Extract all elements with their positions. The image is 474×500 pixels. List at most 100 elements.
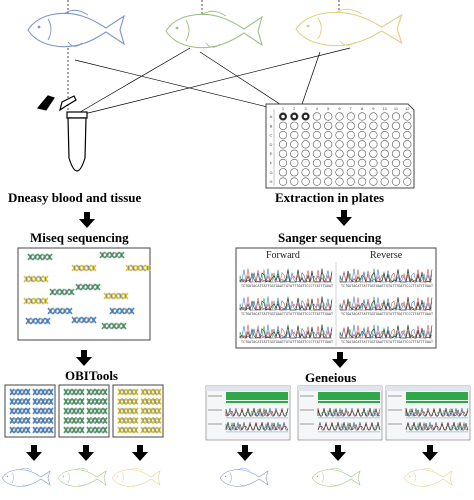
plate-col-number: 7 — [350, 106, 353, 111]
plate-row-letter: C — [270, 133, 273, 138]
plate-well — [301, 168, 310, 177]
dna-helix-icon — [32, 426, 54, 434]
plate-col-number: 2 — [293, 106, 296, 111]
plate-well — [290, 131, 299, 140]
down-arrow-icon — [76, 350, 92, 366]
read-bar — [406, 417, 468, 419]
chromatogram-trace — [239, 324, 333, 340]
plate-well — [358, 149, 367, 158]
plate-well — [335, 121, 344, 130]
plate-col-number: 9 — [372, 106, 375, 111]
plate-well — [290, 177, 299, 186]
plate-well — [346, 177, 355, 186]
plate-well — [380, 168, 389, 177]
geneious-window — [297, 385, 383, 441]
plate-row-letter: A — [270, 114, 273, 119]
read-bar — [226, 431, 288, 433]
plate-well — [403, 149, 412, 158]
plate-well — [278, 131, 288, 140]
plate-well — [324, 149, 333, 158]
read-bar — [406, 431, 468, 433]
plate-well — [290, 140, 299, 149]
miseq-dna-helices — [23, 251, 151, 330]
obitools-label: OBITools — [65, 368, 118, 383]
plate-well — [403, 177, 412, 186]
fish-green-icon — [165, 10, 263, 49]
plate-col-number: 5 — [327, 106, 330, 111]
window-toolbar — [206, 386, 290, 391]
plate-well — [346, 149, 355, 158]
plate-well — [391, 121, 401, 130]
plate-well — [290, 158, 299, 168]
plate-col-number: 1 — [282, 106, 285, 111]
down-arrow-icon — [79, 212, 95, 228]
plate-well — [369, 168, 378, 177]
plate-well — [358, 158, 367, 168]
plate-well — [391, 149, 401, 158]
plate-col-number: 4 — [316, 106, 319, 111]
read-bar — [318, 417, 380, 419]
plate-well — [335, 177, 344, 186]
fish-green-icon — [57, 467, 107, 487]
plate-well — [369, 121, 378, 130]
plate-well — [369, 149, 378, 158]
fish-yellow-icon — [403, 467, 453, 487]
plate-well — [335, 140, 344, 149]
chromatogram-trace — [340, 296, 433, 311]
plate-well — [301, 140, 310, 149]
plate-well — [324, 112, 333, 121]
obitools-panels — [4, 384, 164, 438]
extraction-label: Extraction in plates — [275, 190, 385, 205]
plate-col-number: 6 — [338, 106, 341, 111]
plate-well — [324, 131, 333, 140]
plate-well — [346, 121, 355, 130]
dna-helix-icon — [63, 426, 85, 434]
plate-well — [324, 158, 333, 168]
plate-well — [358, 168, 367, 177]
dna-helix-icon — [117, 407, 139, 415]
down-arrow-icon — [336, 210, 352, 226]
chromatogram-trace — [239, 268, 333, 284]
plate-well — [278, 140, 288, 149]
dna-helix-icon — [63, 417, 85, 424]
miseq-label: Miseq sequencing — [30, 230, 129, 245]
plate-well — [301, 158, 310, 168]
geneious-window — [205, 385, 291, 441]
dna-helix-icon — [32, 398, 54, 405]
fish-blue-icon — [1, 467, 51, 487]
sequence-text: TCTGATACATTATTGGTGAATTGTATTTGATTCCCTTATT… — [341, 284, 433, 288]
dna-helix-icon — [99, 251, 125, 259]
dna-helix-icon — [63, 407, 85, 415]
dna-helix-icon — [71, 264, 97, 272]
dna-helix-icon — [9, 426, 31, 434]
dna-helix-icon — [125, 264, 151, 272]
plate-well — [335, 149, 344, 158]
plate-well — [278, 149, 288, 158]
eppendorf-tube-icon — [36, 95, 88, 172]
plate-well — [391, 177, 401, 186]
dna-helix-icon — [140, 417, 162, 424]
plate-well — [324, 177, 333, 186]
plate-well — [369, 131, 378, 140]
plate-well — [324, 121, 333, 130]
plate-well — [369, 112, 378, 121]
window-toolbar — [386, 386, 470, 391]
plate-well — [391, 112, 401, 121]
down-arrow-icon — [330, 445, 346, 461]
dna-helix-icon — [9, 388, 31, 396]
plate-well — [290, 149, 299, 158]
dna-helix-icon — [9, 398, 31, 405]
fish-blue-icon — [27, 9, 125, 48]
sequence-text: TCTGATACATTATTGGTGAATTGTATTTGATTCCCTTATT… — [341, 312, 433, 316]
plate-col-number: 3 — [304, 106, 307, 111]
plate-well — [346, 168, 355, 177]
plate-row-letter: H — [270, 179, 273, 184]
plate-well — [346, 131, 355, 140]
dna-helix-icon — [49, 288, 75, 296]
plate-well — [403, 168, 412, 177]
plate-well — [403, 112, 412, 121]
dna-helix-icon — [47, 307, 73, 315]
coverage-bar — [406, 401, 468, 403]
dna-helix-icon — [140, 398, 162, 405]
